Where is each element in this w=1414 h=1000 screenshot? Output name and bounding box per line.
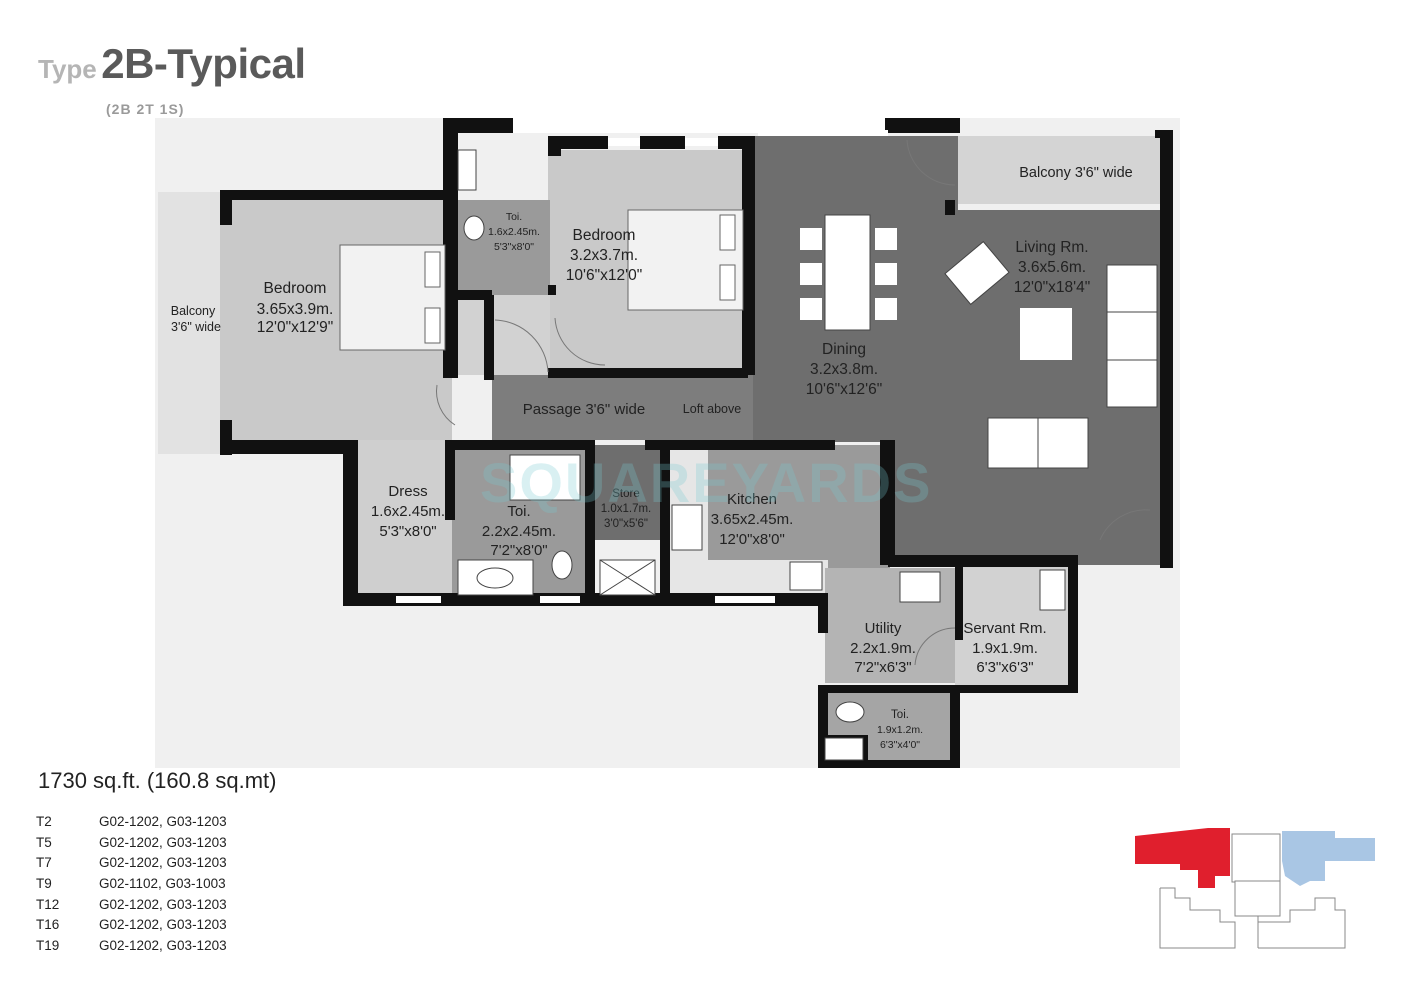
store-name: Store	[612, 488, 640, 500]
plan-title: Type 2B-Typical	[38, 40, 306, 88]
living-name: Living Rm.	[1015, 239, 1088, 256]
passage-floor	[492, 375, 754, 440]
windows	[396, 118, 888, 603]
servant-imperial: 6'3"x6'3"	[976, 659, 1033, 676]
table-row: T2 G02-1202, G03-1203	[36, 811, 227, 832]
table-row: T9 G02-1102, G03-1003	[36, 873, 227, 894]
passage-label: Passage 3'6" wide	[523, 401, 645, 418]
tower-name: T7	[36, 855, 52, 871]
table-row: T7 G02-1202, G03-1203	[36, 852, 227, 873]
tower-name: T19	[36, 937, 60, 953]
bedroom-top-name: Bedroom	[573, 227, 636, 244]
toilet-top-imperial: 5'3"x8'0"	[494, 241, 534, 253]
keyplan-mirror-unit	[1282, 831, 1375, 886]
servant-metric: 1.9x1.9m.	[972, 640, 1038, 657]
room-labels: Bedroom 3.65x3.9m. 12'0"x12'9" Bedroom 3…	[171, 165, 1133, 751]
balcony-left-floor	[158, 192, 220, 454]
table-row: T12 G02-1202, G03-1203	[36, 894, 227, 915]
plan-subtitle: (2B 2T 1S)	[106, 101, 185, 117]
tower-name: T16	[36, 917, 60, 933]
dining-imperial: 10'6"x12'6"	[806, 381, 882, 398]
keyplan-lift-lobby	[1234, 880, 1281, 917]
keyplan-lower-right-block	[1258, 897, 1346, 949]
store-metric: 1.0x1.7m.	[601, 503, 652, 515]
tower-units: G02-1202, G03-1203	[99, 834, 227, 850]
toilet-small-name: Toi.	[891, 709, 909, 721]
tower-units: G02-1202, G03-1203	[99, 855, 227, 871]
servant-name: Servant Rm.	[963, 620, 1046, 637]
balcony-left-width: 3'6" wide	[171, 320, 221, 334]
toilet-small-imperial: 6'3"x4'0"	[880, 739, 920, 751]
bedroom-top-imperial: 10'6"x12'0"	[566, 267, 642, 284]
living-metric: 3.6x5.6m.	[1018, 259, 1086, 276]
balcony-top-label: Balcony 3'6" wide	[1019, 165, 1133, 181]
furniture	[339, 149, 1158, 761]
toilet-top-name: Toi.	[506, 211, 522, 223]
toilet-small-metric: 1.9x1.2m.	[877, 724, 923, 736]
keyplan-highlight-unit	[1135, 828, 1230, 888]
dress-imperial: 5'3"x8'0"	[379, 523, 436, 540]
tower-units: G02-1102, G03-1003	[99, 875, 226, 891]
title-main: 2B-Typical	[101, 40, 306, 87]
keyplan-lower-left-block	[1159, 887, 1236, 949]
dress-floor	[355, 440, 455, 600]
kitchen-imperial: 12'0"x8'0"	[719, 531, 785, 548]
kitchen-metric: 3.65x2.45m.	[711, 511, 794, 528]
toilet-top-metric: 1.6x2.45m.	[488, 226, 540, 238]
store-imperial: 3'0"x5'6"	[604, 518, 648, 530]
title-prefix: Type	[38, 54, 97, 84]
dining-metric: 3.2x3.8m.	[810, 361, 878, 378]
bedroom-top-metric: 3.2x3.7m.	[570, 247, 638, 264]
total-area: 1730 sq.ft. (160.8 sq.mt)	[38, 768, 277, 793]
bedroom-left-metric: 3.65x3.9m.	[257, 301, 334, 318]
keyplan-core	[1231, 833, 1281, 883]
utility-metric: 2.2x1.9m.	[850, 640, 916, 657]
tower-name: T12	[36, 896, 60, 912]
balcony-left-name: Balcony	[171, 304, 216, 318]
door-swings	[436, 139, 1151, 666]
toilet-mid-imperial: 7'2"x8'0"	[490, 542, 547, 559]
utility-imperial: 7'2"x6'3"	[854, 659, 911, 676]
table-row: T19 G02-1202, G03-1203	[36, 935, 227, 956]
dining-name: Dining	[822, 341, 866, 358]
kitchen-name: Kitchen	[727, 491, 777, 508]
dress-metric: 1.6x2.45m.	[371, 503, 445, 520]
tower-units: G02-1202, G03-1203	[99, 896, 227, 912]
tower-units: G02-1202, G03-1203	[99, 813, 227, 829]
tower-units: G02-1202, G03-1203	[99, 937, 227, 953]
key-plan	[1135, 828, 1375, 949]
loft-label: Loft above	[683, 402, 741, 416]
tower-units: G02-1202, G03-1203	[99, 917, 227, 933]
watermark-text: SQUAREYARDS	[480, 451, 933, 514]
store-floor	[595, 445, 663, 540]
tower-name: T9	[36, 875, 52, 891]
tower-units-table: T2 G02-1202, G03-1203 T5 G02-1202, G03-1…	[36, 811, 227, 956]
utility-name: Utility	[865, 620, 902, 637]
dress-name: Dress	[388, 483, 427, 500]
bedroom-left-name: Bedroom	[264, 280, 327, 297]
living-imperial: 12'0"x18'4"	[1014, 279, 1090, 296]
table-row: T5 G02-1202, G03-1203	[36, 832, 227, 853]
toilet-top-anteroom	[455, 295, 550, 375]
toilet-top-floor	[455, 200, 550, 295]
toilet-mid-name: Toi.	[507, 503, 530, 520]
table-row: T16 G02-1202, G03-1203	[36, 914, 227, 935]
toilet-mid-metric: 2.2x2.45m.	[482, 523, 556, 540]
balcony-top-floor	[958, 136, 1173, 204]
tower-name: T2	[36, 813, 52, 829]
bedroom-left-imperial: 12'0"x12'9"	[257, 319, 333, 336]
tower-name: T5	[36, 834, 52, 850]
